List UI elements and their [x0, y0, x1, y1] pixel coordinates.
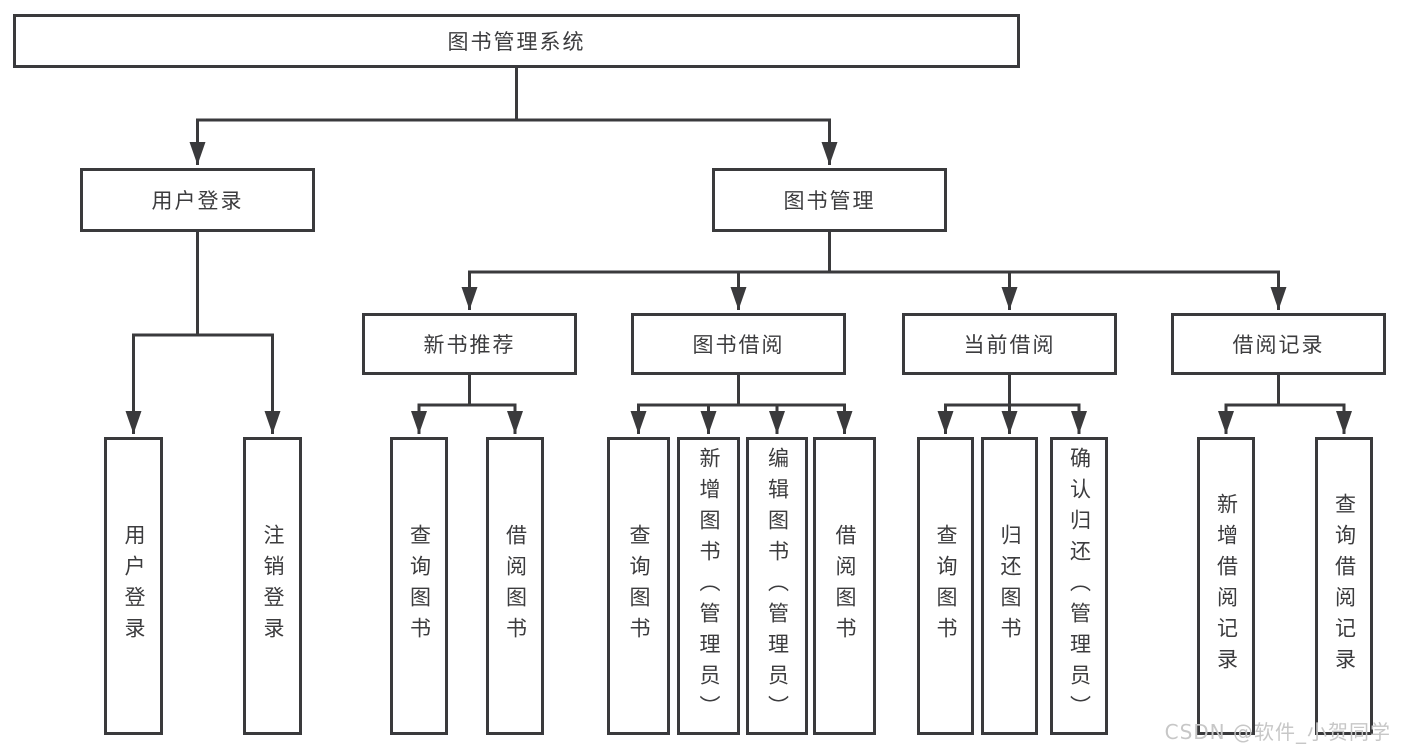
- node-current-borrow-label: 当前借阅: [963, 333, 1056, 357]
- node-user-login-label: 用户登录: [151, 189, 244, 213]
- node-borrow-records: 借阅记录: [1171, 313, 1386, 375]
- node-user-login: 用户登录: [80, 168, 315, 232]
- node-recommend-query-books: 查询图书: [390, 437, 448, 735]
- node-new-book-recommend: 新书推荐: [362, 313, 577, 375]
- node-borrow-records-label: 借阅记录: [1232, 333, 1325, 357]
- node-recommend-borrow-books-label: 借阅图书: [503, 524, 528, 648]
- node-query-borrow-record-label: 查询借阅记录: [1332, 493, 1357, 679]
- node-root-label: 图书管理系统: [447, 30, 586, 54]
- node-recommend-query-books-label: 查询图书: [407, 524, 432, 648]
- node-book-management-label: 图书管理: [783, 189, 876, 213]
- csdn-watermark: CSDN @软件_小贺同学: [1164, 720, 1391, 744]
- node-borrow-query-books: 查询图书: [607, 437, 670, 735]
- node-add-borrow-record-label: 新增借阅记录: [1214, 493, 1239, 679]
- node-return-books: 归还图书: [981, 437, 1038, 735]
- node-current-query-books-label: 查询图书: [934, 524, 958, 648]
- node-borrow-query-books-label: 查询图书: [627, 524, 651, 648]
- node-query-borrow-record: 查询借阅记录: [1315, 437, 1373, 735]
- node-root: 图书管理系统: [13, 14, 1020, 68]
- node-current-borrow: 当前借阅: [902, 313, 1117, 375]
- node-confirm-return-admin-label: 确认归还（管理员）: [1067, 446, 1092, 726]
- node-book-borrow: 图书借阅: [631, 313, 846, 375]
- node-add-borrow-record: 新增借阅记录: [1197, 437, 1255, 735]
- node-edit-book-admin-label: 编辑图书（管理员）: [765, 446, 790, 726]
- node-user-login-leaf-label: 用户登录: [122, 524, 146, 648]
- node-logout-leaf-label: 注销登录: [261, 524, 285, 648]
- node-current-query-books: 查询图书: [917, 437, 974, 735]
- node-recommend-borrow-books: 借阅图书: [486, 437, 544, 735]
- node-edit-book-admin: 编辑图书（管理员）: [746, 437, 808, 735]
- node-user-login-leaf: 用户登录: [104, 437, 163, 735]
- node-new-book-recommend-label: 新书推荐: [423, 333, 516, 357]
- node-borrow-borrow-books: 借阅图书: [813, 437, 876, 735]
- node-borrow-borrow-books-label: 借阅图书: [833, 524, 857, 648]
- node-book-borrow-label: 图书借阅: [692, 333, 785, 357]
- node-book-management: 图书管理: [712, 168, 947, 232]
- node-add-book-admin-label: 新增图书（管理员）: [697, 446, 721, 726]
- node-logout-leaf: 注销登录: [243, 437, 302, 735]
- node-add-book-admin: 新增图书（管理员）: [677, 437, 740, 735]
- node-return-books-label: 归还图书: [998, 524, 1022, 648]
- node-confirm-return-admin: 确认归还（管理员）: [1050, 437, 1108, 735]
